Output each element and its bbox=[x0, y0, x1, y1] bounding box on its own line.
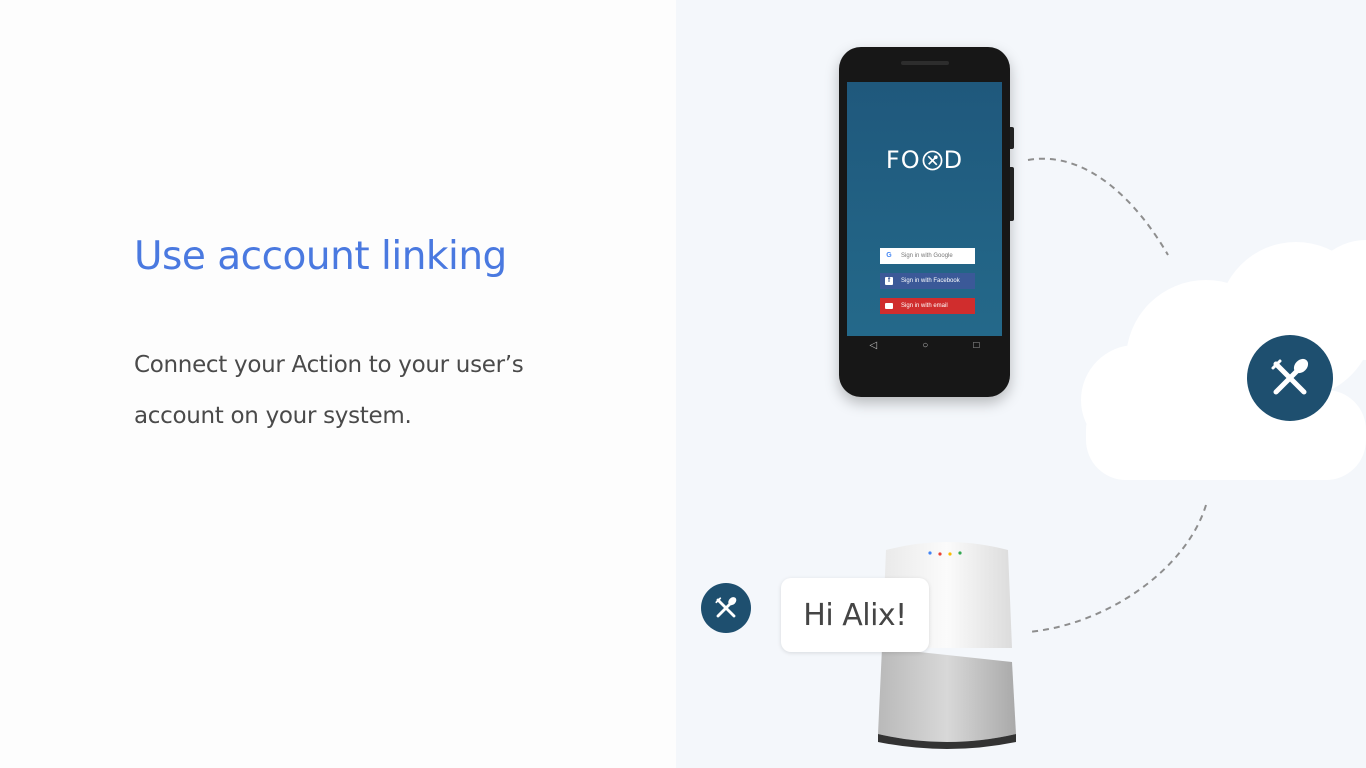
facebook-icon: f bbox=[885, 277, 893, 285]
cloud-to-speaker-line bbox=[1027, 504, 1207, 633]
illustration-panel: FO D G Sign in with Google f Sign in wit… bbox=[676, 0, 1366, 768]
greeting-text: Hi Alix! bbox=[803, 597, 907, 633]
google-icon: G bbox=[886, 252, 892, 259]
food-app-logo: FO D bbox=[847, 145, 1002, 174]
phone-power-button bbox=[1010, 127, 1014, 149]
phone-screen: FO D G Sign in with Google f Sign in wit… bbox=[847, 82, 1002, 336]
logo-letter-o: O bbox=[900, 146, 921, 174]
sign-in-facebook-label: Sign in with Facebook bbox=[901, 278, 960, 284]
fork-spoon-icon bbox=[715, 597, 737, 618]
phone-volume-button bbox=[1010, 167, 1014, 221]
email-icon bbox=[885, 303, 893, 309]
home-icon[interactable]: ○ bbox=[922, 339, 929, 351]
sign-in-facebook-button[interactable]: f Sign in with Facebook bbox=[880, 273, 975, 289]
sign-in-google-label: Sign in with Google bbox=[901, 253, 953, 259]
sign-in-google-button[interactable]: G Sign in with Google bbox=[880, 248, 975, 264]
slide-text-panel: Use account linking Connect your Action … bbox=[0, 0, 676, 768]
greeting-speech-bubble: Hi Alix! bbox=[781, 578, 929, 652]
recents-icon[interactable]: □ bbox=[973, 339, 980, 351]
slide-description: Connect your Action to your user’s accou… bbox=[134, 352, 524, 429]
logo-letter-d: D bbox=[943, 146, 964, 174]
phone-nav-bar: ◁ ○ □ bbox=[847, 336, 1002, 354]
sign-in-email-button[interactable]: Sign in with email bbox=[880, 298, 975, 314]
logo-letter-f: F bbox=[885, 146, 901, 174]
speaker-fork-spoon-badge bbox=[701, 583, 751, 633]
connection-lines bbox=[1027, 157, 1207, 633]
back-icon[interactable]: ◁ bbox=[869, 339, 878, 351]
phone-speaker-grille bbox=[901, 61, 949, 65]
phone-to-cloud-line bbox=[1027, 157, 1169, 256]
slide-title: Use account linking bbox=[134, 234, 507, 279]
fork-spoon-icon bbox=[922, 150, 943, 170]
sign-in-email-label: Sign in with email bbox=[901, 303, 948, 309]
cloud-fork-spoon-badge bbox=[1247, 335, 1333, 421]
fork-spoon-icon bbox=[1271, 358, 1309, 395]
phone-device: FO D G Sign in with Google f Sign in wit… bbox=[839, 47, 1014, 397]
